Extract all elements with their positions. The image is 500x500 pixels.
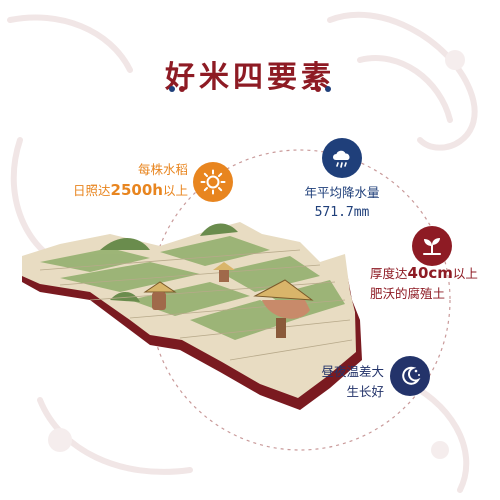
temperature-line1: 昼夜温差大 bbox=[321, 364, 384, 379]
moon-icon bbox=[390, 356, 430, 396]
feature-sunlight-text: 每株水稻 日照达2500h以上 bbox=[73, 160, 188, 201]
sunlight-value: 2500h bbox=[110, 181, 163, 199]
rain-cloud-icon bbox=[322, 138, 362, 178]
sunlight-prefix: 日照达 bbox=[73, 183, 111, 198]
sprout-icon bbox=[412, 226, 452, 266]
rainfall-value: 571.7mm bbox=[314, 205, 370, 220]
sunlight-line1: 每株水稻 bbox=[137, 162, 188, 177]
sunlight-line2: 日照达2500h以上 bbox=[70, 180, 188, 201]
soil-line1: 厚度达40cm以上 bbox=[370, 263, 478, 284]
title-underline-dots bbox=[169, 86, 331, 92]
page-title: 好米四要素 bbox=[165, 60, 335, 95]
temperature-line2: 生长好 bbox=[346, 384, 384, 399]
soil-line2: 肥沃的腐殖土 bbox=[370, 286, 446, 301]
rainfall-line1: 年平均降水量 bbox=[304, 185, 380, 200]
farmer-figures bbox=[143, 262, 314, 338]
soil-suffix: 以上 bbox=[452, 266, 478, 281]
title-block: 好米四要素 bbox=[0, 52, 500, 96]
soil-prefix: 厚度达 bbox=[370, 266, 408, 281]
soil-value: 40cm bbox=[407, 264, 453, 282]
feature-soil-text: 厚度达40cm以上 肥沃的腐殖土 bbox=[370, 263, 478, 304]
feature-temperature-text: 昼夜温差大 生长好 bbox=[318, 362, 384, 402]
sun-icon bbox=[193, 162, 233, 202]
feature-rainfall-text: 年平均降水量 571.7mm bbox=[292, 183, 392, 223]
sunlight-suffix: 以上 bbox=[162, 183, 188, 198]
